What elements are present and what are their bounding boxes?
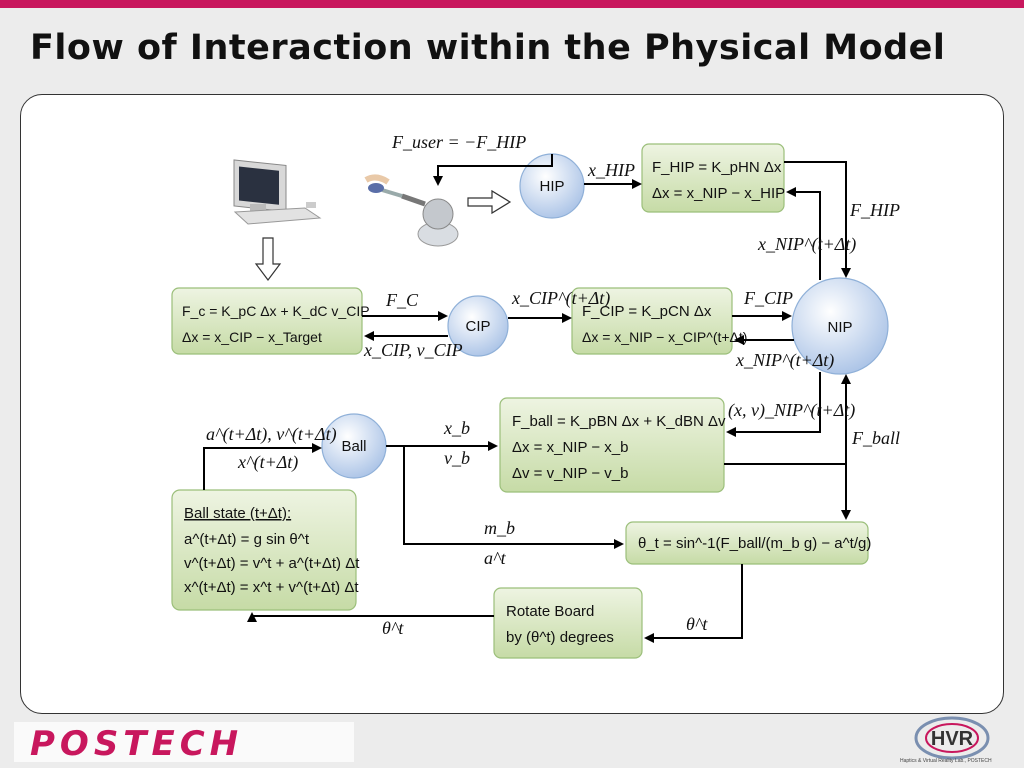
- cip-node: CIP: [447, 295, 509, 357]
- theta-equation-box: θ_t = sin^-1(F_ball/(m_b g) − a^t/g): [625, 521, 871, 565]
- label-a-v: a^(t+Δt), v^(t+Δt): [206, 424, 337, 445]
- ball-state-heading: Ball state (t+Δt):: [184, 505, 291, 522]
- slide-title: Flow of Interaction within the Physical …: [30, 28, 946, 68]
- cip-node-label: CIP: [465, 318, 490, 335]
- hvr-caption: Haptics & Virtual Reality Lab., POSTECH: [900, 758, 992, 764]
- ball-node: Ball: [321, 413, 387, 479]
- hvr-logo-text: HVR: [931, 728, 974, 750]
- label-x-cip-top: x_CIP^(t+Δt): [511, 288, 610, 309]
- label-f-c: F_C: [385, 290, 419, 310]
- hvr-lab-logo: HVR: [914, 716, 990, 760]
- theta-eq-line1: θ_t = sin^-1(F_ball/(m_b g) − a^t/g): [638, 535, 871, 552]
- hip-eq-line2: Δx = x_NIP − x_HIP: [652, 185, 785, 202]
- ball-eq-line2: Δx = x_NIP − x_b: [512, 439, 628, 456]
- label-f-user: F_user = −F_HIP: [391, 132, 526, 152]
- haptic-device-icon: [364, 174, 459, 247]
- label-theta-left: θ^t: [382, 618, 404, 638]
- cip-eq-line1: F_CIP = K_pCN Δx: [582, 303, 712, 320]
- label-x-t: x^(t+Δt): [237, 452, 298, 473]
- computer-icon: [233, 159, 322, 225]
- label-x-nip-2: x_NIP^(t+Δt): [735, 350, 834, 371]
- ball-state-line3: x^(t+Δt) = x^t + v^(t+Δt) Δt: [184, 579, 359, 596]
- label-m-b: m_b: [484, 518, 515, 538]
- rotate-board-box: Rotate Board by (θ^t) degrees: [493, 587, 643, 659]
- hip-equation-box: F_HIP = K_pHN Δx Δx = x_NIP − x_HIP: [641, 143, 785, 213]
- cip-eq-line2: Δx = x_NIP − x_CIP^(t+Δt): [582, 329, 747, 345]
- right-hollow-arrow-icon: [467, 189, 512, 215]
- ball-eq-line1: F_ball = K_pBN Δx + K_dBN Δv: [512, 413, 726, 430]
- label-f-cip: F_CIP: [743, 288, 793, 308]
- label-x-cip-v-cip: x_CIP, v_CIP: [363, 340, 463, 360]
- rotate-line2: by (θ^t) degrees: [506, 629, 614, 646]
- rotate-line1: Rotate Board: [506, 603, 594, 620]
- label-a-t: a^t: [484, 548, 507, 568]
- label-f-ball: F_ball: [851, 428, 900, 448]
- label-x-hip: x_HIP: [587, 160, 635, 180]
- ball-force-box: F_ball = K_pBN Δx + K_dBN Δv Δx = x_NIP …: [499, 397, 726, 493]
- label-xv-nip: (x, v)_NIP^(t+Δt): [728, 400, 855, 421]
- hip-node-label: HIP: [539, 178, 564, 195]
- fc-eq-line1: F_c = K_pC Δx + K_dC v_CIP: [182, 303, 370, 319]
- postech-wordmark: POSTECH: [30, 724, 244, 764]
- hip-node: HIP: [519, 153, 585, 219]
- interaction-flow-diagram: F_HIP = K_pHN Δx Δx = x_NIP − x_HIP F_c …: [120, 104, 932, 684]
- arrow-connections: [203, 154, 851, 643]
- ball-state-box: Ball state (t+Δt): a^(t+Δt) = g sin θ^t …: [171, 489, 360, 611]
- ball-node-label: Ball: [341, 438, 366, 455]
- nip-node: NIP: [791, 277, 889, 375]
- cip-equation-box: F_CIP = K_pCN Δx Δx = x_NIP − x_CIP^(t+Δ…: [571, 287, 747, 355]
- label-x-b: x_b: [443, 418, 470, 438]
- ball-state-line1: a^(t+Δt) = g sin θ^t: [184, 531, 310, 548]
- top-accent-bar: [0, 0, 1024, 8]
- fc-eq-line2: Δx = x_CIP − x_Target: [182, 329, 322, 345]
- ball-eq-line3: Δv = v_NIP − v_b: [512, 465, 628, 482]
- label-x-nip: x_NIP^(t+Δt): [757, 234, 856, 255]
- ball-state-line2: v^(t+Δt) = v^t + a^(t+Δt) Δt: [184, 555, 360, 572]
- label-v-b: v_b: [444, 448, 470, 468]
- flow-diagram-svg: F_HIP = K_pHN Δx Δx = x_NIP − x_HIP F_c …: [171, 132, 900, 659]
- hip-eq-line1: F_HIP = K_pHN Δx: [652, 159, 782, 176]
- label-theta-right: θ^t: [686, 614, 708, 634]
- label-f-hip: F_HIP: [849, 200, 900, 220]
- down-hollow-arrow-icon: [254, 237, 282, 281]
- nip-node-label: NIP: [827, 319, 852, 336]
- controller-force-box: F_c = K_pC Δx + K_dC v_CIP Δx = x_CIP − …: [171, 287, 370, 355]
- postech-logo: POSTECH: [14, 722, 354, 764]
